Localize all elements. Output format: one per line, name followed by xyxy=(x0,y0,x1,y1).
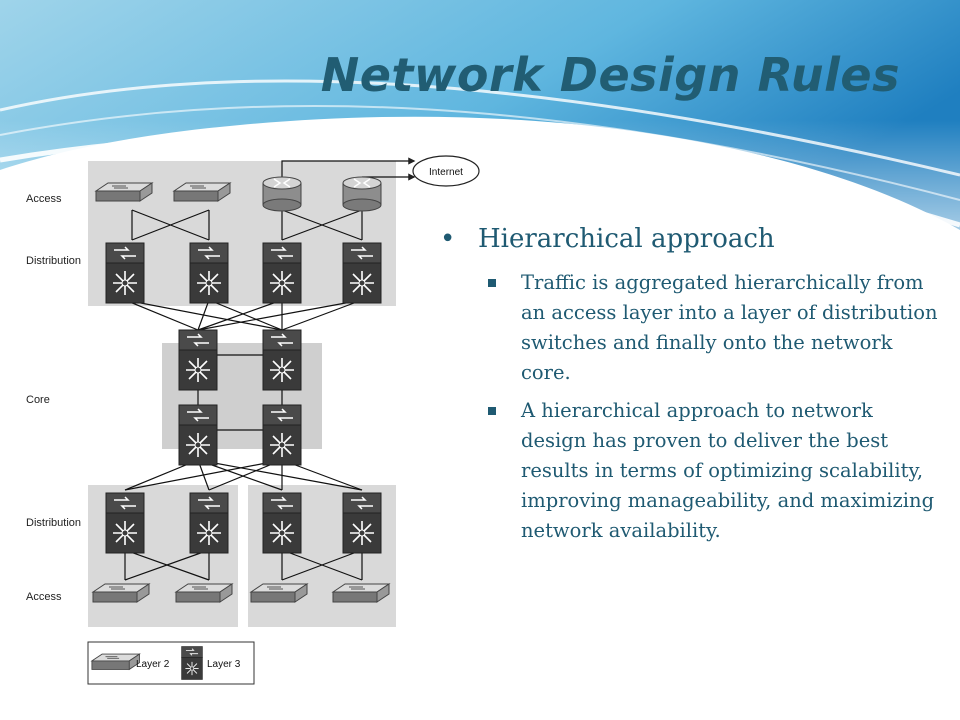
distribution-switch xyxy=(189,492,229,554)
distribution-switch xyxy=(105,492,145,554)
network-links xyxy=(124,157,416,581)
network-hierarchy-diagram: Internet Access Distribution Core Distri… xyxy=(26,155,480,685)
access-switch xyxy=(250,583,308,603)
distribution-switch xyxy=(262,242,302,304)
bullet-hierarchical-approach: • Hierarchical approach xyxy=(440,222,940,256)
layer-label-distribution-bottom: Distribution xyxy=(26,517,81,529)
bullet-list: • Hierarchical approach Traffic is aggre… xyxy=(440,222,940,546)
bullet-dot-icon: • xyxy=(440,224,456,254)
internet-cloud: Internet xyxy=(412,155,480,187)
access-switch xyxy=(332,583,390,603)
router xyxy=(342,176,382,212)
core-switch xyxy=(262,329,302,391)
sub-bullet-text: Traffic is aggregated hierarchically fro… xyxy=(521,271,938,384)
layer-label-access-bottom: Access xyxy=(26,591,62,603)
sub-bullet-text: A hierarchical approach to network desig… xyxy=(521,399,935,542)
bullet-main-text: Hierarchical approach xyxy=(478,224,775,254)
layer-label-access-top: Access xyxy=(26,193,62,205)
sub-bullet: A hierarchical approach to network desig… xyxy=(478,396,940,546)
slide-title: Network Design Rules xyxy=(320,48,900,102)
legend-layer3-label: Layer 3 xyxy=(207,659,241,670)
square-bullet-icon xyxy=(488,279,496,287)
core-switch xyxy=(178,329,218,391)
distribution-switch xyxy=(105,242,145,304)
distribution-switch xyxy=(262,492,302,554)
core-switch xyxy=(178,404,218,466)
router xyxy=(262,176,302,212)
legend: Layer 2 Layer 3 xyxy=(87,641,255,685)
access-switch xyxy=(95,182,153,202)
distribution-switch xyxy=(342,242,382,304)
internet-label: Internet xyxy=(429,167,463,178)
access-switch xyxy=(173,182,231,202)
sub-bullet: Traffic is aggregated hierarchically fro… xyxy=(478,268,940,388)
access-switch xyxy=(92,583,150,603)
legend-layer2-label: Layer 2 xyxy=(136,659,170,670)
layer-label-distribution-top: Distribution xyxy=(26,255,81,267)
distribution-switch xyxy=(189,242,229,304)
square-bullet-icon xyxy=(488,407,496,415)
core-switch xyxy=(262,404,302,466)
layer-label-core: Core xyxy=(26,394,50,406)
distribution-switch xyxy=(342,492,382,554)
access-switch xyxy=(175,583,233,603)
